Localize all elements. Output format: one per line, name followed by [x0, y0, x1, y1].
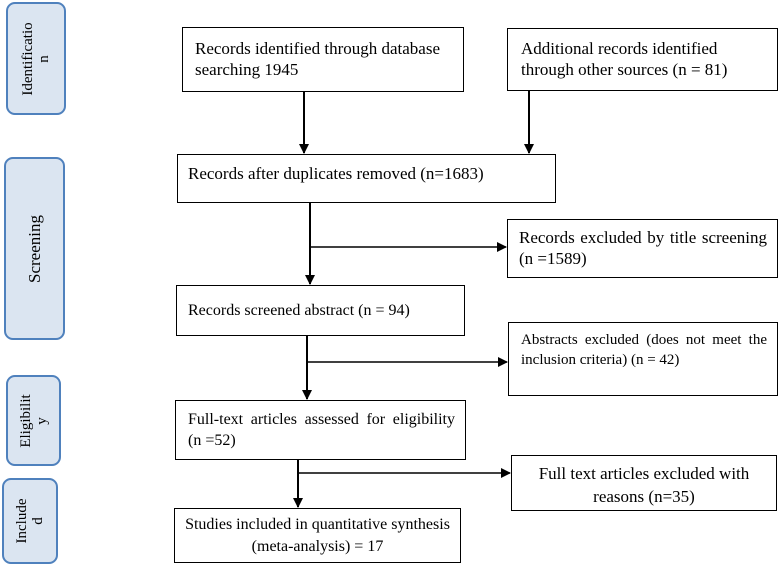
box-included-studies-text: Studies included in quantitative synthes…	[185, 516, 450, 555]
box-after-duplicates-text: Records after duplicates removed (n=1683…	[188, 164, 484, 183]
box-included-studies: Studies included in quantitative synthes…	[174, 508, 461, 563]
phase-screening: Screening	[4, 157, 65, 340]
box-excluded-abstract-text: Abstracts excluded (does not meet the in…	[521, 332, 767, 368]
phase-included: Include d	[2, 478, 58, 564]
box-excluded-title: Records excluded by title screening (n =…	[507, 219, 778, 278]
phase-identification: Identificatio n	[6, 2, 66, 115]
phase-eligibility: Eligibilit y	[6, 375, 61, 466]
box-other-sources: Additional records identified through ot…	[507, 28, 778, 91]
box-screened-abstract: Records screened abstract (n = 94)	[176, 285, 465, 336]
box-database-search-text: Records identified through database sear…	[195, 39, 441, 79]
box-database-search: Records identified through database sear…	[182, 27, 464, 92]
box-excluded-title-text: Records excluded by title screening (n =…	[519, 228, 767, 268]
box-screened-abstract-text: Records screened abstract (n = 94)	[188, 302, 410, 319]
box-fulltext-assessed-text: Full-text articles assessed for eligibil…	[188, 411, 455, 449]
box-excluded-abstract: Abstracts excluded (does not meet the in…	[508, 322, 778, 396]
box-other-sources-text: Additional records identified through ot…	[521, 39, 728, 79]
box-fulltext-excluded: Full text articles excluded with reasons…	[511, 455, 777, 511]
box-after-duplicates: Records after duplicates removed (n=1683…	[177, 154, 556, 203]
box-fulltext-excluded-text: Full text articles excluded with reasons…	[538, 464, 750, 506]
box-fulltext-assessed: Full-text articles assessed for eligibil…	[175, 400, 466, 460]
